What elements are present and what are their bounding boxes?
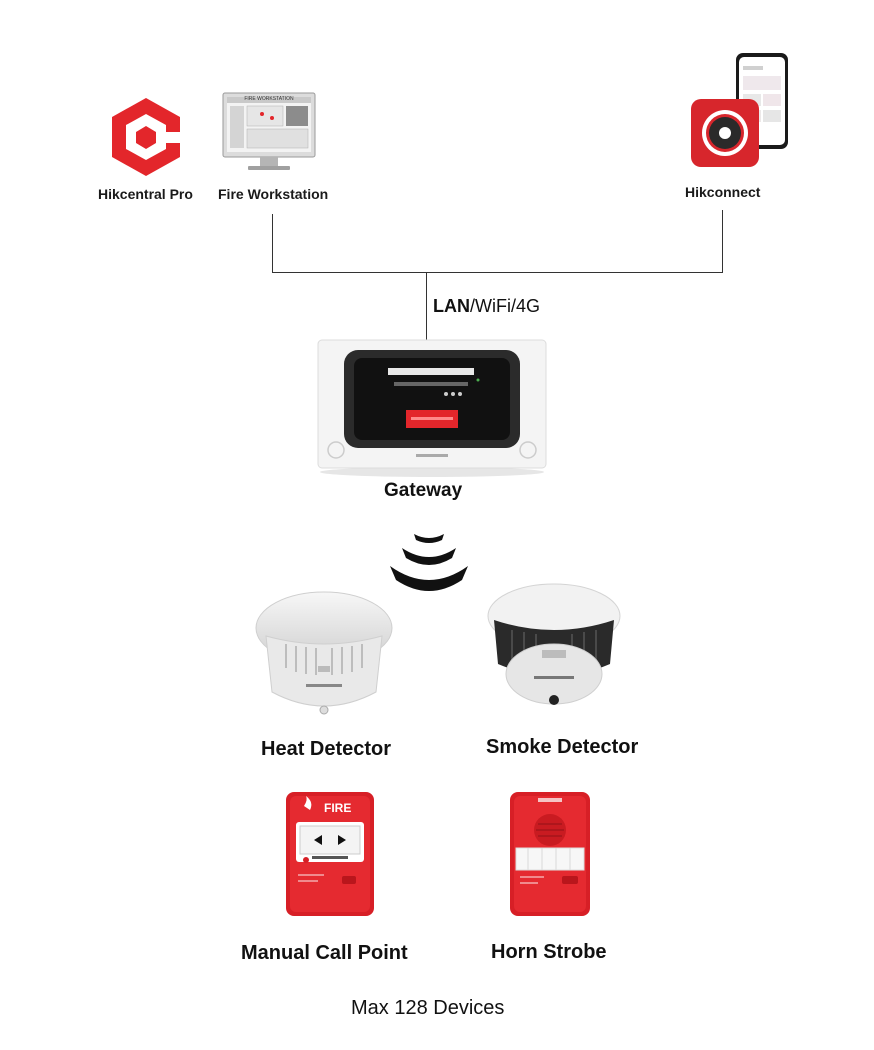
smoke-detector-label: Smoke Detector	[486, 736, 639, 758]
call-point-node: FIRE	[284, 790, 376, 918]
workstation-node: FIRE WORKSTATION	[222, 92, 316, 172]
horn-strobe-label: Horn Strobe	[491, 941, 607, 963]
smoke-detector-node	[484, 580, 624, 710]
call-point-icon	[286, 792, 374, 916]
horn-strobe-node	[508, 790, 592, 918]
workstation-monitor-icon	[222, 92, 316, 170]
max-devices-note: Max 128 Devices	[351, 997, 505, 1019]
gateway-node	[316, 338, 548, 478]
hikconnect-app-icon	[691, 99, 759, 167]
wireless-signal-icon	[390, 534, 468, 591]
workstation-screen-title: FIRE WORKSTATION	[244, 96, 294, 102]
hikcentral-node	[108, 96, 184, 178]
gateway-device-icon	[317, 339, 547, 477]
horn-strobe-icon	[510, 792, 590, 916]
gateway-label: Gateway	[384, 480, 463, 501]
hikcentral-logo-icon	[112, 98, 184, 176]
call-point-panel-text: FIRE	[324, 801, 352, 815]
heat-detector-icon	[255, 591, 393, 715]
heat-detector-node	[252, 588, 396, 720]
smoke-detector-icon	[487, 583, 621, 705]
connector-left-vertical	[272, 214, 273, 273]
hikcentral-label: Hikcentral Pro	[98, 186, 193, 202]
workstation-label: Fire Workstation	[218, 186, 329, 202]
hikconnect-node	[690, 52, 790, 170]
heat-detector-label: Heat Detector	[261, 738, 392, 760]
call-point-label: Manual Call Point	[241, 942, 408, 964]
link-type-label: LAN/WiFi/4G	[433, 296, 540, 317]
wireless-waves	[384, 528, 474, 600]
connector-horizontal	[272, 272, 723, 273]
connector-right-vertical	[722, 210, 723, 273]
connector-center-vertical	[426, 272, 427, 340]
link-lan: LAN	[433, 296, 470, 316]
link-rest: /WiFi/4G	[470, 296, 540, 316]
hikconnect-label: Hikconnect	[685, 184, 761, 200]
